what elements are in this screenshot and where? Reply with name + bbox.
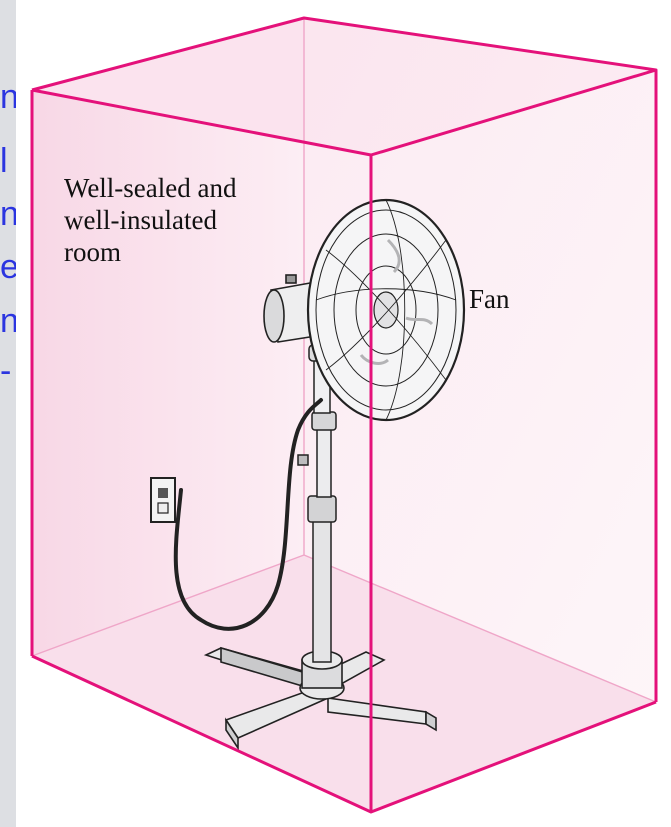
clipped-letter: n — [0, 78, 16, 116]
clipped-letter: - — [0, 352, 16, 390]
room-label-line: well-insulated — [64, 204, 237, 236]
fan-guard — [308, 200, 464, 420]
room-label-line: Well-sealed and — [64, 172, 237, 204]
room-label: Well-sealed and well-insulated room — [64, 172, 237, 268]
clipped-background-text: n l n e n - — [0, 0, 16, 827]
fan-label: Fan — [469, 283, 510, 315]
room-label-line: room — [64, 236, 237, 268]
clipped-letter: n — [0, 195, 16, 233]
wall-outlet — [151, 478, 175, 522]
diagram-canvas: Well-sealed and well-insulated room Fan — [16, 0, 671, 827]
clipped-letter: e — [0, 248, 16, 286]
room-fan-diagram — [16, 0, 671, 827]
clipped-letter: n — [0, 302, 16, 340]
clipped-letter: l — [0, 142, 16, 180]
